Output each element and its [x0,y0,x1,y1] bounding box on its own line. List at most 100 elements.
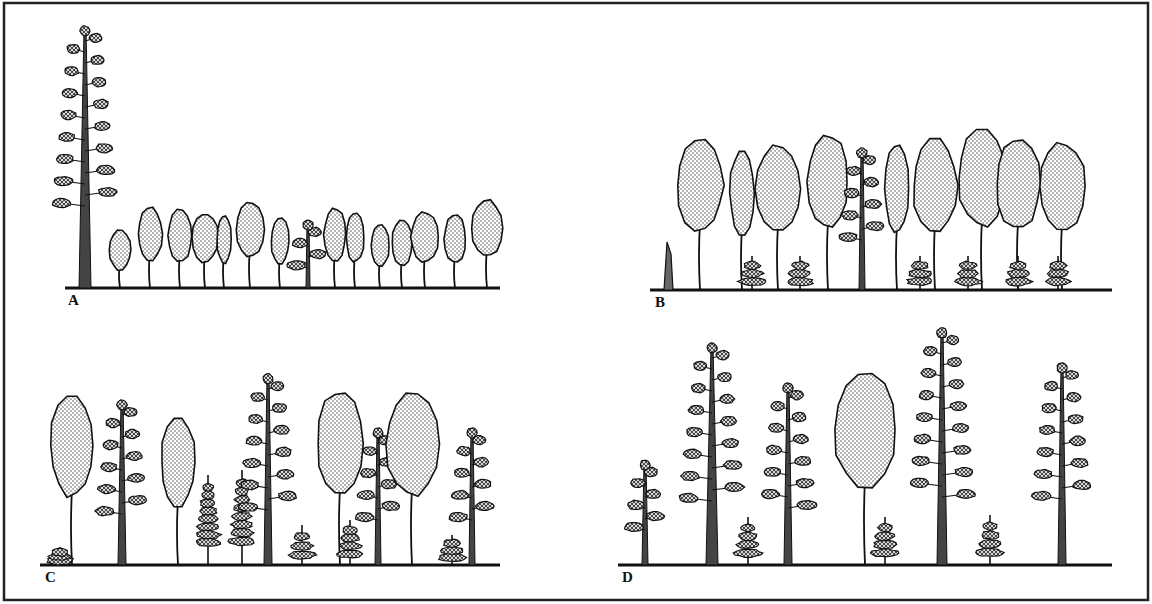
fir-foliage [341,534,359,542]
pine-foliage [241,480,258,490]
fir-foliage [983,522,997,530]
pine-foliage [917,413,932,422]
pine-foliage [722,439,738,448]
pine-foliage [279,491,297,500]
pine-foliage [126,452,142,461]
pine-foliage [381,480,396,489]
pine-foliage [721,417,737,426]
aspen-crown [411,212,439,262]
fir-foliage [444,539,461,547]
pine-foliage [797,501,817,510]
pine-foliage [954,446,971,455]
fir-foliage [232,513,253,521]
fir-foliage [907,277,931,285]
fir-foliage [870,549,899,557]
aspen-stem [177,499,178,565]
aspen-stem [71,489,72,566]
pine-foliage [1040,426,1055,435]
pine-foliage [640,460,650,469]
panel-letter: C [45,570,56,585]
pine-foliage [92,78,106,87]
fir-foliage [288,551,316,559]
pine-foliage [912,456,929,465]
pine-foliage [91,55,104,64]
pine-foliage [947,335,958,344]
pine-foliage [475,501,494,510]
aspen-crown [835,374,895,488]
fir-foliage [231,529,254,537]
aspen-stem [981,218,982,290]
aspen-crown [392,220,412,265]
pine-foliage [103,440,118,450]
fir-foliage [337,550,363,558]
pine-foliage [129,496,147,505]
pine-foliage [631,479,646,488]
pine-foliage [950,402,967,411]
aspen-crown [109,230,131,270]
pine-foliage [474,479,490,488]
fir-foliage [733,549,763,557]
pine-foliage [723,461,741,470]
pine-foliage [356,513,374,522]
pine-foliage [957,490,975,499]
pine-foliage [1045,381,1058,390]
aspen-stem [896,225,897,290]
pine-foliage [1034,469,1052,478]
fir-foliage [1010,261,1026,270]
fir-foliage [1050,261,1067,270]
pine-foliage [106,418,120,427]
pine-foliage [95,506,114,515]
pine-foliage [646,489,661,498]
pine-foliage [910,478,928,487]
fir-foliage [1008,269,1030,278]
aspen-crown [162,418,195,507]
pine-foliage [61,110,76,119]
pine-foliage [1069,436,1085,445]
pine-foliage [1042,404,1056,413]
pine-foliage [681,472,700,481]
aspen-stem [777,225,778,290]
pine-foliage [625,523,644,532]
aspen-crown [885,145,909,232]
aspen-crown [217,216,231,264]
fir-foliage [912,261,928,269]
pine-foliage [455,468,470,477]
pine-foliage [796,479,814,488]
fir-foliage [52,548,67,556]
fir-foliage [875,532,895,541]
aspen-crown [318,393,363,493]
fir-foliage [738,278,766,286]
pine-foliage [128,474,145,482]
pine-foliage [99,188,118,196]
pine-foliage [1071,459,1088,468]
aspen-crown [386,393,440,496]
ground-line [65,287,500,290]
pine-foliage [263,374,273,384]
pine-foliage [683,449,701,458]
pine-foliage [716,350,729,359]
pine-foliage [1067,393,1081,402]
pine-foliage [126,429,140,438]
pine-foliage [718,373,731,382]
pine-foliage [953,424,969,433]
aspen-crown [755,145,801,230]
fir-foliage [343,526,357,535]
pine-foliage [249,415,262,424]
pine-foliage [793,434,808,443]
aspen-crown [346,213,364,261]
ground-line [650,289,1112,292]
fir-foliage [744,261,761,270]
fir-foliage [741,269,764,277]
aspen-crown [168,209,192,261]
pine-foliage [293,238,308,247]
aspen-crown [271,218,289,264]
fir-foliage [340,542,362,550]
pine-foliage [67,45,80,54]
fir-foliage [203,484,214,492]
fir-foliage [979,540,1001,549]
fir-foliage [200,507,217,515]
pine-foliage [271,382,284,391]
aspen-crown [444,215,465,262]
pine-foliage [688,406,704,415]
